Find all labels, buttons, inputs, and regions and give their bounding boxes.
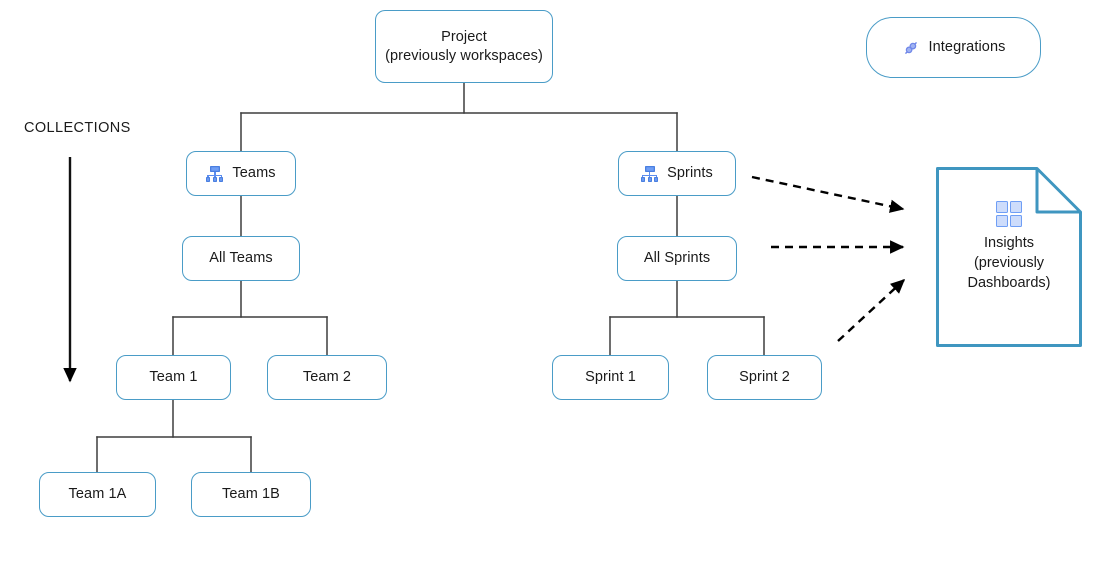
- node-all-teams-label: All Teams: [209, 250, 273, 266]
- node-teams[interactable]: Teams: [186, 151, 296, 196]
- arrow-sprints-to-insights: [751, 175, 905, 213]
- arrow-sprint2-to-insights: [837, 279, 906, 342]
- hierarchy-icon: [641, 165, 659, 182]
- node-sprint-1-label: Sprint 1: [585, 369, 636, 385]
- hierarchy-icon: [206, 165, 224, 182]
- node-sprints[interactable]: Sprints: [618, 151, 736, 196]
- node-insights[interactable]: Insights (previously Dashboards): [936, 167, 1082, 347]
- node-sprint-2-label: Sprint 2: [739, 369, 790, 385]
- node-all-teams[interactable]: All Teams: [182, 236, 300, 281]
- node-team-1b-label: Team 1B: [222, 486, 280, 502]
- node-all-sprints-label: All Sprints: [643, 250, 711, 266]
- grid-icon: [996, 201, 1022, 227]
- node-sprint-2[interactable]: Sprint 2: [707, 355, 822, 400]
- link-icon: [902, 39, 920, 57]
- node-sprints-label: Sprints: [667, 165, 713, 181]
- document-shape-icon: [936, 167, 1082, 347]
- node-all-sprints[interactable]: All Sprints: [617, 236, 737, 281]
- node-team-2-label: Team 2: [302, 369, 352, 385]
- node-team-1a-label: Team 1A: [68, 486, 127, 502]
- node-insights-label: Insights (previously Dashboards): [967, 235, 1051, 291]
- node-team-1[interactable]: Team 1: [116, 355, 231, 400]
- node-integrations[interactable]: Integrations: [866, 17, 1041, 78]
- node-project[interactable]: Project (previously workspaces): [375, 10, 553, 83]
- node-teams-label: Teams: [232, 165, 276, 181]
- node-sprint-1[interactable]: Sprint 1: [552, 355, 669, 400]
- node-team-2[interactable]: Team 2: [267, 355, 387, 400]
- collections-label: COLLECTIONS: [24, 120, 131, 136]
- node-team-1b[interactable]: Team 1B: [191, 472, 311, 517]
- node-project-label: Project (previously workspaces): [385, 28, 543, 64]
- node-integrations-label: Integrations: [928, 39, 1006, 55]
- node-team-1a[interactable]: Team 1A: [39, 472, 156, 517]
- node-team-1-label: Team 1: [149, 369, 198, 385]
